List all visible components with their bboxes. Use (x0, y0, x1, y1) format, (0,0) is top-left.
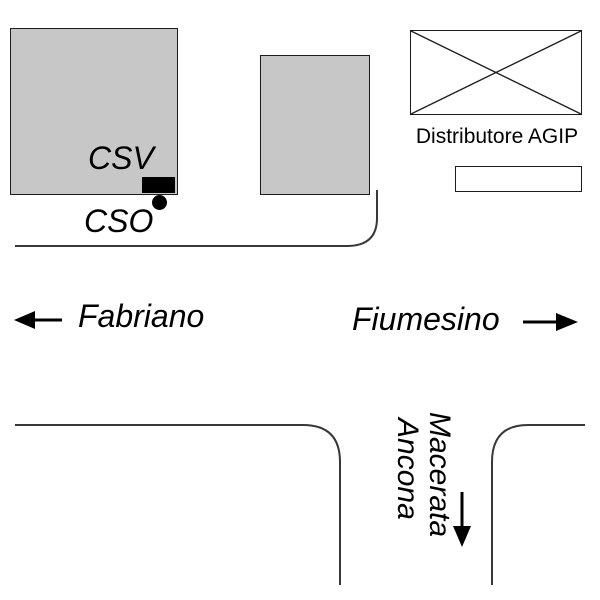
csv-label: CSV (88, 140, 154, 176)
down-arrow-icon (453, 492, 471, 547)
left-arrow-icon (14, 311, 62, 329)
ancona-direction-label: Ancona (391, 418, 424, 520)
building-block-small (260, 55, 370, 195)
macerata-direction-label: Macerata (423, 412, 456, 538)
csv-marker-square (142, 177, 175, 193)
cso-label: CSO (84, 203, 154, 239)
building-block-large (10, 28, 178, 195)
fabriano-direction-label: Fabriano (78, 298, 205, 334)
agip-secondary-box (455, 166, 582, 192)
cso-marker-dot (152, 195, 167, 210)
road-bottom-right (491, 424, 585, 585)
distributore-agip-label: Distributore AGIP (415, 125, 579, 148)
agip-station-box (410, 30, 582, 115)
road-bottom-left (15, 424, 341, 585)
crossed-diagonals-icon (411, 31, 581, 114)
road-top (15, 190, 378, 247)
right-arrow-icon (523, 313, 578, 331)
fiumesino-direction-label: Fiumesino (352, 301, 500, 337)
